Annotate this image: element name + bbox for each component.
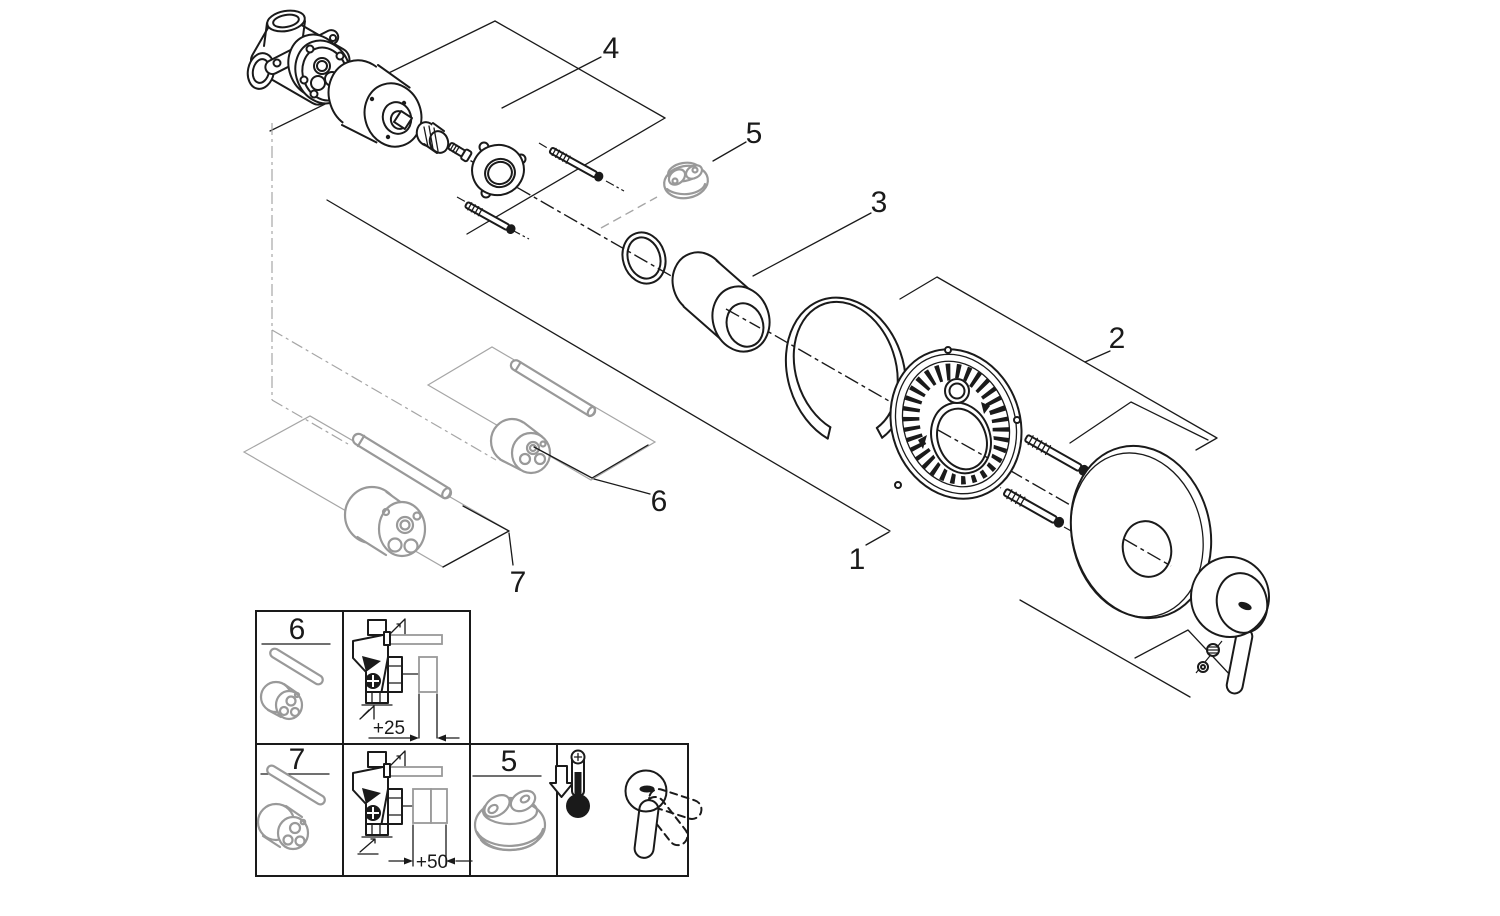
installation-plane-lines xyxy=(269,20,1233,698)
accessory-plane-lines xyxy=(242,123,658,568)
thermometer-icon xyxy=(566,749,590,818)
inset-box-7: 7 xyxy=(256,743,330,851)
cartridge-unit xyxy=(327,59,423,148)
escutcheon xyxy=(1069,444,1213,620)
adapter-and-screw xyxy=(415,121,473,163)
inset-pictogram xyxy=(549,749,703,859)
inset-box-5: 5 xyxy=(472,745,547,852)
dimension-plus-25: +25 xyxy=(373,718,405,739)
callout-6: 6 xyxy=(651,485,668,518)
callout-5: 5 xyxy=(746,117,763,150)
temperature-limiter xyxy=(663,161,709,200)
callout-2: 2 xyxy=(1109,322,1126,355)
callout-3: 3 xyxy=(871,186,888,219)
o-ring xyxy=(621,231,667,285)
callout-7: 7 xyxy=(510,566,527,599)
inset-table xyxy=(255,610,689,877)
mounting-plate-screws xyxy=(1003,434,1089,528)
callout-1: 1 xyxy=(849,543,866,576)
inset-5-label: 5 xyxy=(501,745,518,778)
callout-4: 4 xyxy=(603,32,620,65)
axis-overlays xyxy=(725,308,1172,567)
handle-rotation-icon xyxy=(624,769,703,859)
rough-in-screws xyxy=(464,147,604,235)
mounting-plate xyxy=(889,346,1023,500)
inset-section-25: +25 xyxy=(352,618,460,742)
inset-7-label: 7 xyxy=(289,743,306,776)
sleeve xyxy=(671,251,771,353)
inset-box-6: 6 xyxy=(259,613,331,721)
handle xyxy=(1190,556,1270,695)
inset-6-label: 6 xyxy=(289,613,306,646)
inset-section-50: +50 xyxy=(352,750,473,873)
callout-leaders xyxy=(442,56,1111,568)
flange-ring xyxy=(471,141,527,199)
dimension-plus-50: +50 xyxy=(416,852,448,873)
down-arrow-icon xyxy=(549,765,574,798)
handle-set-screw xyxy=(1195,640,1223,674)
extension-set-6 xyxy=(489,359,597,475)
extension-set-7 xyxy=(343,432,453,558)
